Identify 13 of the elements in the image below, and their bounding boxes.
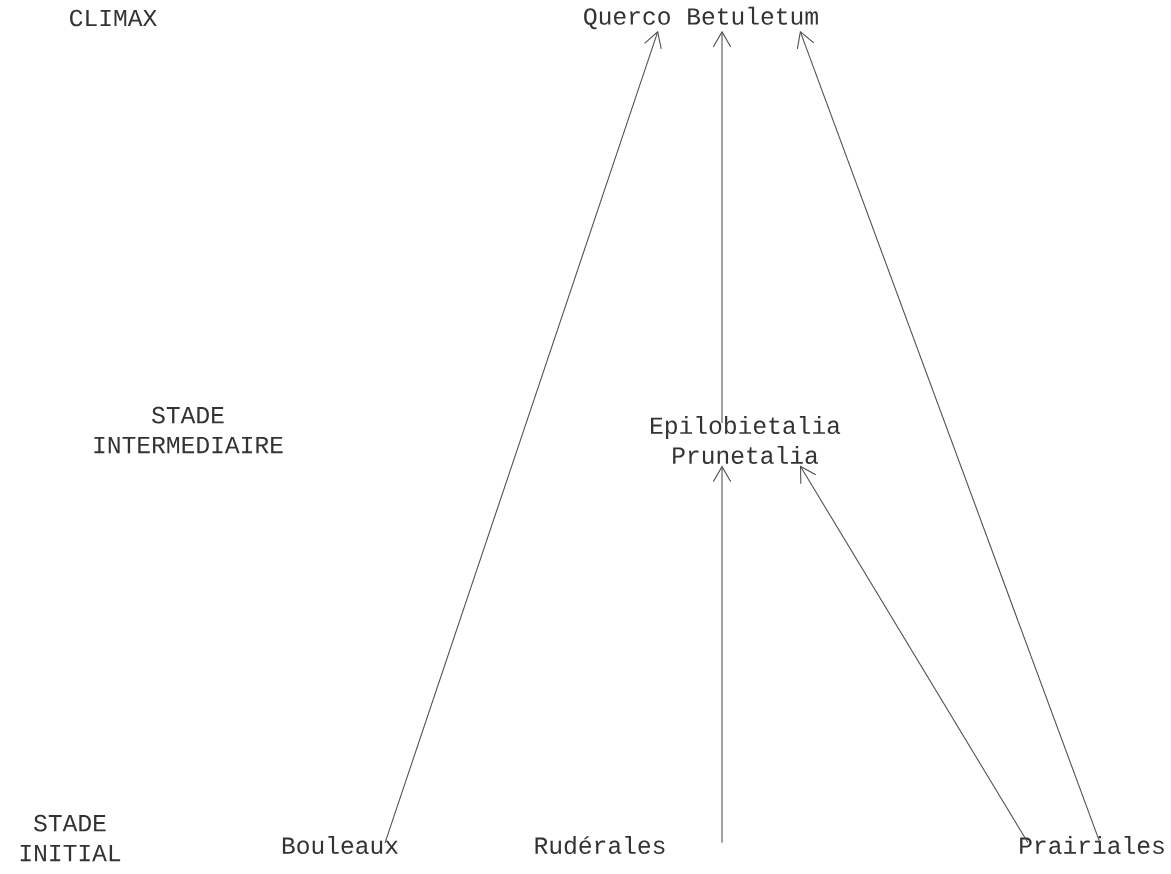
plant-community: Bouleaux bbox=[282, 835, 398, 855]
arrow bbox=[796, 30, 1101, 844]
arrow bbox=[800, 465, 1029, 844]
stage-label: STADE INITIAL bbox=[20, 814, 121, 862]
arrow bbox=[384, 30, 662, 844]
plant-community: Epilobietalia Prunetalia bbox=[651, 416, 841, 464]
arrow bbox=[712, 30, 732, 424]
stage-label: CLIMAX bbox=[70, 9, 157, 27]
plant-community: Rudérales bbox=[535, 835, 665, 855]
plant-community: Prairiales bbox=[1020, 835, 1164, 855]
stage-label: STADE INTERMEDIAIRE bbox=[94, 406, 283, 454]
plant-community: Querco Betuletum bbox=[584, 6, 818, 30]
arrow bbox=[712, 465, 732, 844]
